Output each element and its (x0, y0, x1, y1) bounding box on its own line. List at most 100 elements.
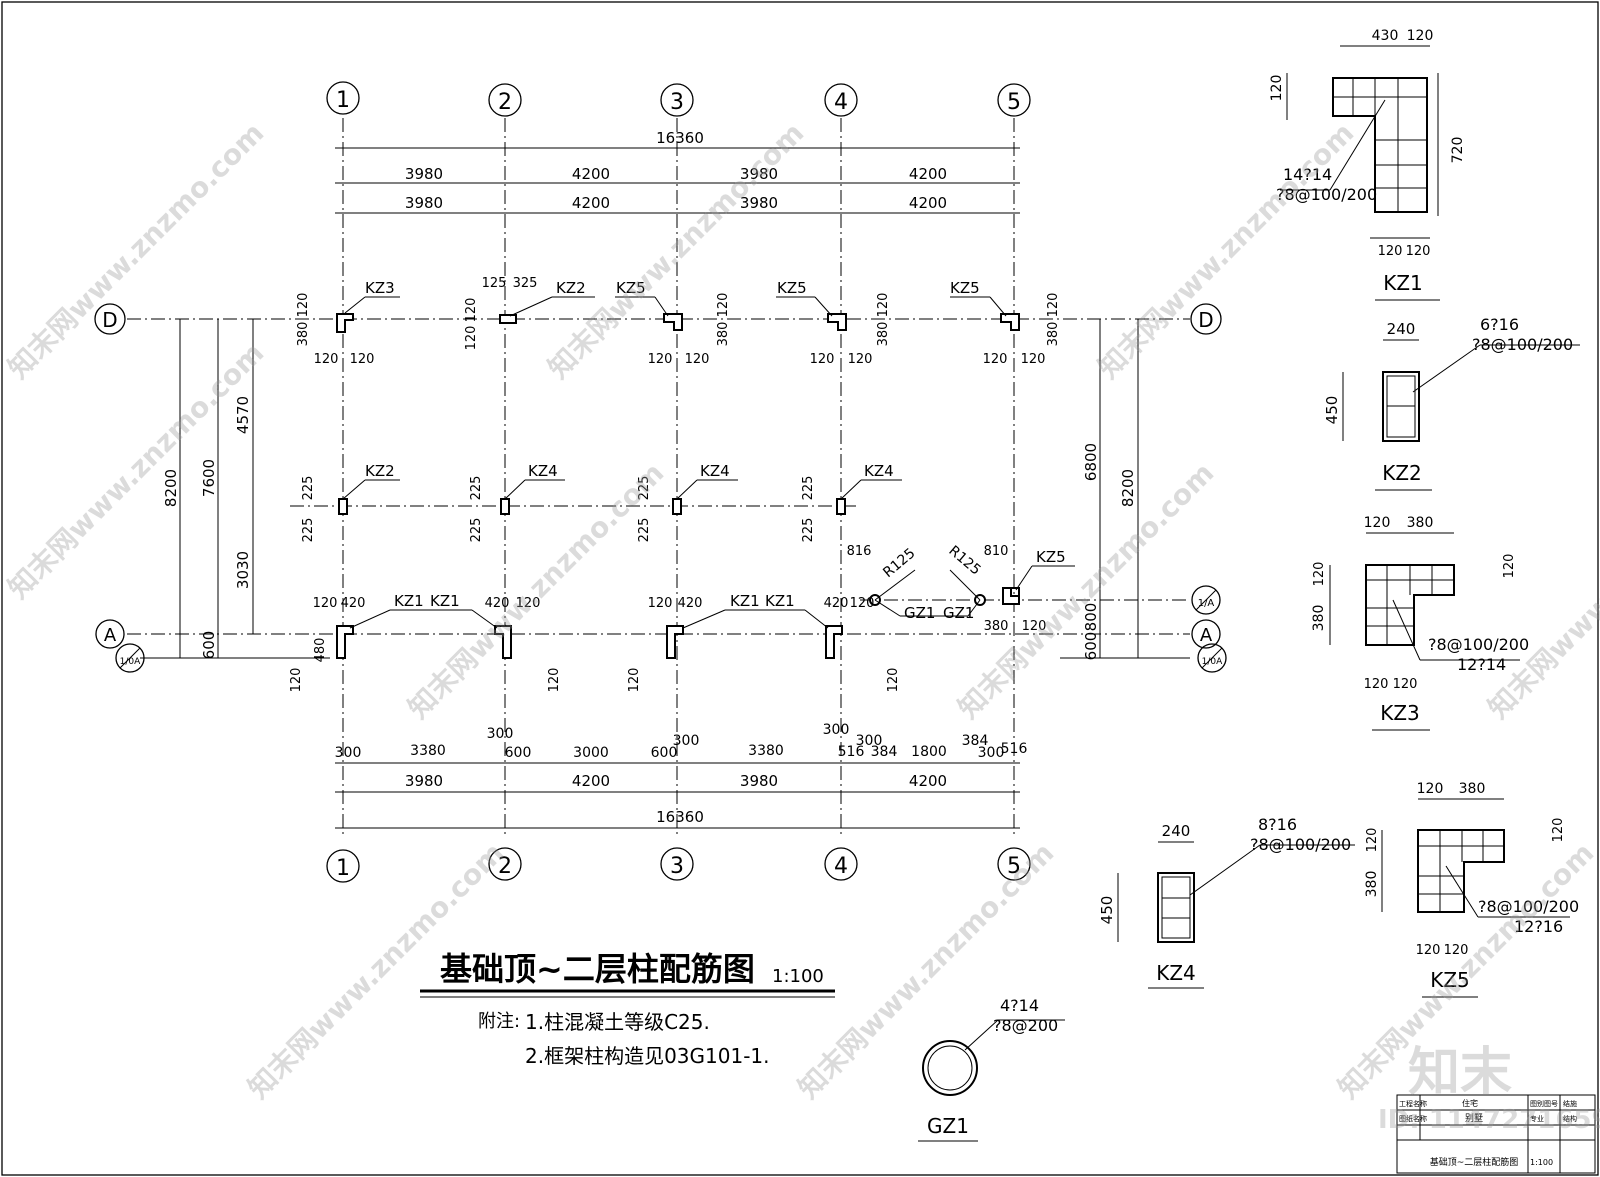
tag-gz1-right: GZ1 (943, 604, 974, 622)
detail-kz3: 120 380 380 120 120 120 120 ?8@100/200 1… (1311, 515, 1529, 731)
md-d1-120b: 120 (314, 352, 339, 367)
svg-text:D: D (1198, 308, 1213, 332)
dim-top2-d: 4200 (909, 194, 947, 212)
md-m1-225b: 225 (301, 518, 316, 543)
column-a1 (336, 625, 354, 659)
md-d3-380: 380 (716, 322, 731, 347)
axis-bubble-top-4: 4 (824, 83, 858, 117)
svg-text:知末网www.znzmo.com: 知末网www.znzmo.com (2, 336, 271, 605)
svg-text:专业: 专业 (1530, 1114, 1544, 1123)
svg-text:380: 380 (1311, 605, 1327, 632)
md-d1-380: 380 (296, 322, 311, 347)
column-a2 (494, 625, 512, 659)
dim-bd-8: 300 (823, 722, 850, 738)
svg-text:结构: 结构 (1563, 1114, 1577, 1123)
column-m1 (338, 498, 348, 515)
title-block: 工程名称 住宅 图纸名称 别墅 基础顶~二层柱配筋图 图别图号 结施 专业 结构… (1396, 1094, 1596, 1174)
radius-left: R125 (880, 545, 918, 581)
dim-top2-a: 3980 (405, 194, 443, 212)
kz4-stirrup: ?8@100/200 (1250, 835, 1351, 854)
dim-top2-b: 4200 (572, 194, 610, 212)
md-a1-480: 480 (313, 638, 328, 663)
svg-text:A: A (104, 625, 117, 646)
svg-text:120: 120 (1393, 677, 1418, 692)
kz1-stirrup: ?8@100/200 (1276, 185, 1377, 204)
tag-a2: KZ1 (430, 592, 460, 610)
dim-bd-15: 516 (1001, 741, 1028, 757)
dim-bd-10: 300 (856, 733, 883, 749)
svg-text:120: 120 (1416, 943, 1441, 958)
tag-d3: KZ5 (616, 279, 646, 297)
drawing-title: 基础顶~二层柱配筋图 (440, 950, 755, 988)
kz5-stirrup: ?8@100/200 (1478, 897, 1579, 916)
tag-d2: KZ2 (556, 279, 586, 297)
md-1a-120: 120 (1022, 619, 1047, 634)
svg-text:120: 120 (1551, 818, 1566, 843)
kz1-label: KZ1 (1383, 271, 1423, 295)
md-d5-120b: 120 (983, 352, 1008, 367)
axis-bubble-top-3: 3 (660, 83, 694, 117)
svg-text:图别图号: 图别图号 (1530, 1099, 1558, 1108)
svg-text:结施: 结施 (1563, 1099, 1577, 1108)
svg-text:5: 5 (1007, 854, 1021, 879)
svg-text:图纸名称: 图纸名称 (1399, 1114, 1427, 1123)
tag-m1: KZ2 (365, 462, 395, 480)
column-m4 (836, 498, 846, 515)
axis-bubble-bottom-2: 2 (488, 847, 522, 881)
axis-bubble-d-left: D (94, 303, 126, 335)
dim-top1-c: 3980 (740, 165, 778, 183)
dim-left-600: 600 (200, 631, 218, 660)
dim-top1-b: 4200 (572, 165, 610, 183)
md-a3-120: 120 (648, 596, 673, 611)
dim-bot-total: 16360 (656, 808, 704, 826)
dim-bd-7: 3380 (748, 743, 784, 759)
svg-text:1:100: 1:100 (1530, 1158, 1553, 1167)
detail-kz4: 240 450 8?16 ?8@100/200 KZ4 (1098, 815, 1355, 989)
dim-bd-14: 300 (978, 745, 1005, 761)
column-a3 (666, 625, 684, 659)
md-m1-225: 225 (301, 476, 316, 501)
svg-text:120: 120 (1312, 562, 1327, 587)
tag-a4: KZ1 (765, 592, 795, 610)
dim-left-3030: 3030 (234, 551, 252, 589)
svg-text:知末网www.znzmo.com: 知末网www.znzmo.com (1092, 116, 1361, 385)
tag-a3: KZ1 (730, 592, 760, 610)
axis-bubble-a-left: A (95, 619, 125, 649)
axis-bubble-bottom-4: 4 (824, 847, 858, 881)
md-a2-420: 420 (485, 596, 510, 611)
svg-text:D: D (102, 308, 117, 332)
tag-kz5-right: KZ5 (1036, 548, 1066, 566)
kz3-label: KZ3 (1380, 701, 1420, 725)
column-d5 (1000, 313, 1020, 331)
svg-text:知末网www.znzmo.com: 知末网www.znzmo.com (952, 456, 1221, 725)
svg-text:知末网www.znzmo.com: 知末网www.znzmo.com (2, 116, 271, 385)
tag-m4: KZ4 (864, 462, 894, 480)
svg-text:120: 120 (1502, 554, 1517, 579)
note-1: 1.柱混凝土等级C25. (525, 1010, 710, 1034)
svg-text:2: 2 (498, 90, 512, 115)
column-m2 (500, 498, 510, 515)
md-m3-225b: 225 (637, 518, 652, 543)
dim-right-600: 600 (1082, 632, 1100, 661)
dim-top1-d: 4200 (909, 165, 947, 183)
dim-bot-c: 3980 (740, 772, 778, 790)
svg-text:120: 120 (1444, 943, 1469, 958)
md-d4-120c: 120 (848, 352, 873, 367)
md-m4-225: 225 (801, 476, 816, 501)
dim-right-6800: 6800 (1082, 443, 1100, 481)
tag-d1: KZ3 (365, 279, 395, 297)
axis-bubble-0a-right: 1/0A (1197, 643, 1227, 673)
watermark-id: ID: 1147271659 (1378, 1105, 1600, 1135)
column-m3 (672, 498, 682, 515)
axis-bubble-1a-right: 1/A (1191, 585, 1221, 615)
md-d2-125: 125 (482, 276, 507, 291)
svg-text:120: 120 (1364, 515, 1391, 531)
svg-text:A: A (1200, 625, 1213, 646)
md-d2-120: 120 (464, 298, 479, 323)
svg-text:1/A: 1/A (1198, 598, 1215, 609)
axis-bubble-top-2: 2 (488, 83, 522, 117)
tb-project: 别墅 (1465, 1113, 1483, 1124)
dim-bd-1: 3380 (410, 743, 446, 759)
tag-a1: KZ1 (394, 592, 424, 610)
svg-text:住宅: 住宅 (1462, 1098, 1478, 1108)
